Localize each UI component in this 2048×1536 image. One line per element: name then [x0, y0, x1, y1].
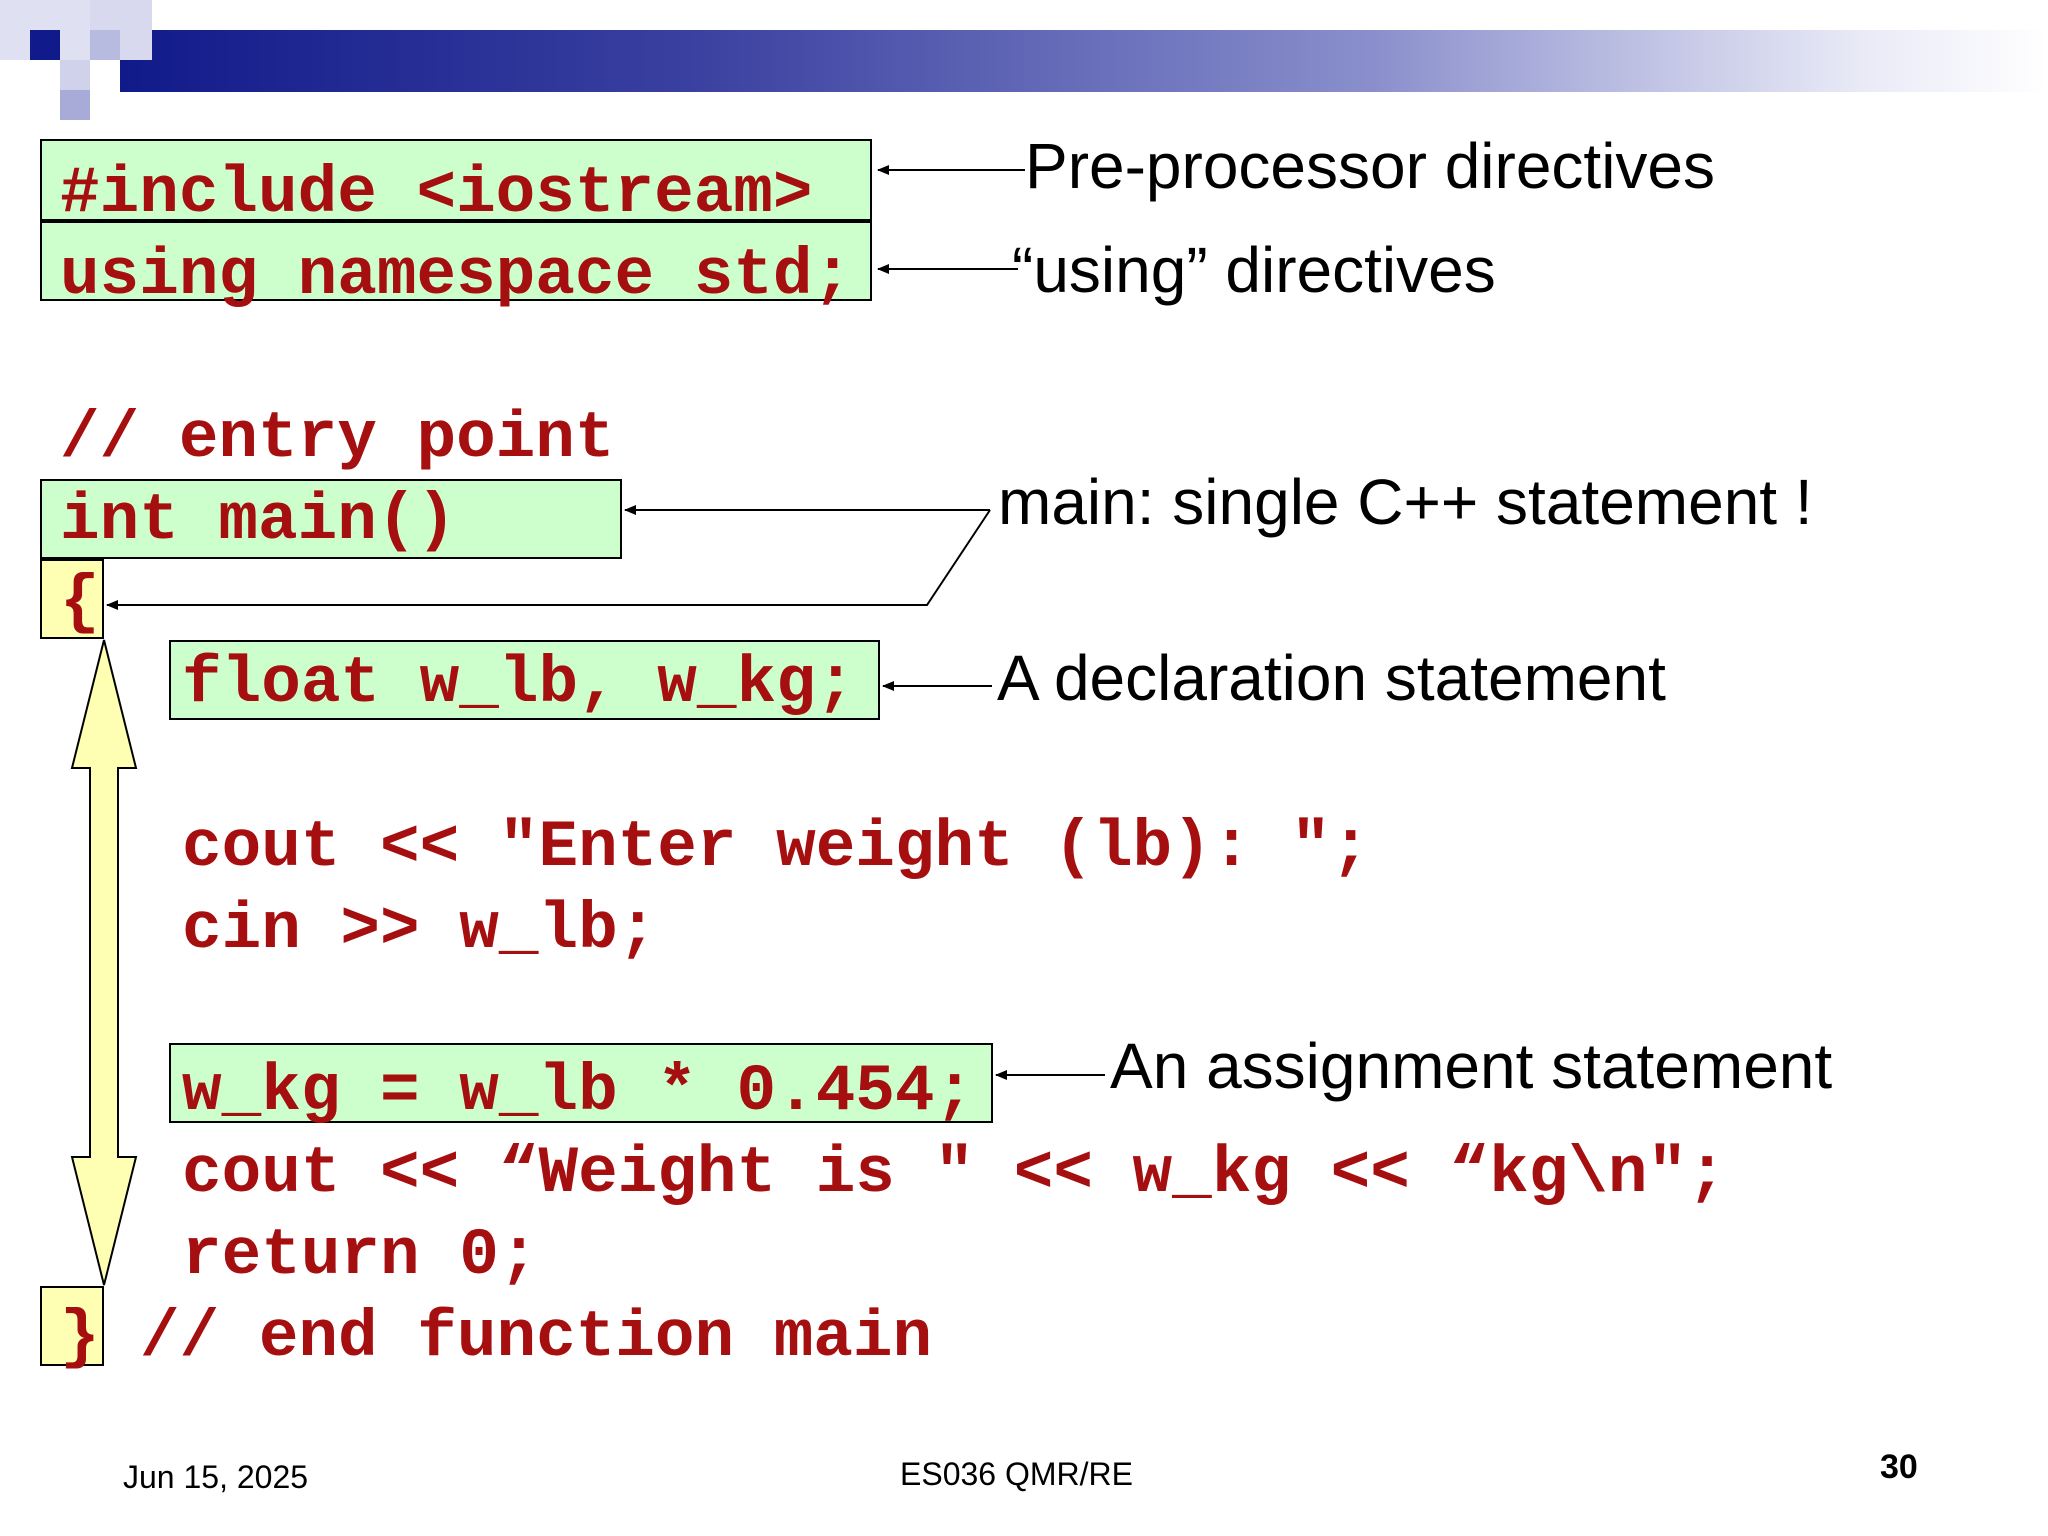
decor-square-3	[30, 30, 60, 60]
code-include: #include <iostream>	[60, 156, 813, 231]
annotation-main: main: single C++ statement !	[998, 466, 1813, 538]
code-comment-entry: // entry point	[60, 401, 615, 476]
code-cout-prompt: cout << "Enter weight (lb): ";	[182, 810, 1371, 885]
annotation-preprocessor: Pre-processor directives	[1025, 130, 1715, 202]
code-using: using namespace std;	[60, 238, 853, 313]
open-brace-highlight	[40, 559, 104, 639]
block-scope-double-arrow	[70, 639, 138, 1286]
code-cin: cin >> w_lb;	[182, 892, 658, 967]
annotation-declaration: A declaration statement	[997, 642, 1666, 714]
assignment-highlight	[169, 1043, 993, 1123]
page-number: 30	[1880, 1448, 1918, 1486]
code-end-comment: // end function main	[140, 1300, 933, 1375]
code-assignment: w_kg = w_lb * 0.454;	[182, 1054, 975, 1129]
declaration-highlight	[169, 640, 880, 720]
footer-date: Jun 15, 2025	[123, 1459, 309, 1495]
code-open-brace: {	[60, 565, 100, 640]
main-highlight	[40, 479, 622, 559]
code-close-brace: }	[60, 1300, 100, 1375]
decor-square-6	[60, 90, 90, 120]
decor-square-4	[60, 60, 90, 90]
annotation-using: “using” directives	[1012, 234, 1496, 306]
code-cout-result: cout << “Weight is " << w_kg << “kg\n";	[182, 1136, 1727, 1211]
title-gradient-bar	[120, 30, 2048, 92]
annotation-assignment: An assignment statement	[1110, 1030, 1833, 1102]
close-brace-highlight	[40, 1286, 104, 1366]
include-highlight	[40, 139, 872, 221]
code-return: return 0;	[182, 1218, 539, 1293]
arrow-open-brace	[106, 509, 991, 610]
using-highlight	[40, 221, 872, 301]
code-declaration: float w_lb, w_kg;	[182, 646, 856, 721]
footer-course: ES036 QMR/RE	[900, 1456, 1133, 1492]
code-main: int main()	[60, 483, 457, 558]
decor-square-5	[90, 30, 120, 60]
